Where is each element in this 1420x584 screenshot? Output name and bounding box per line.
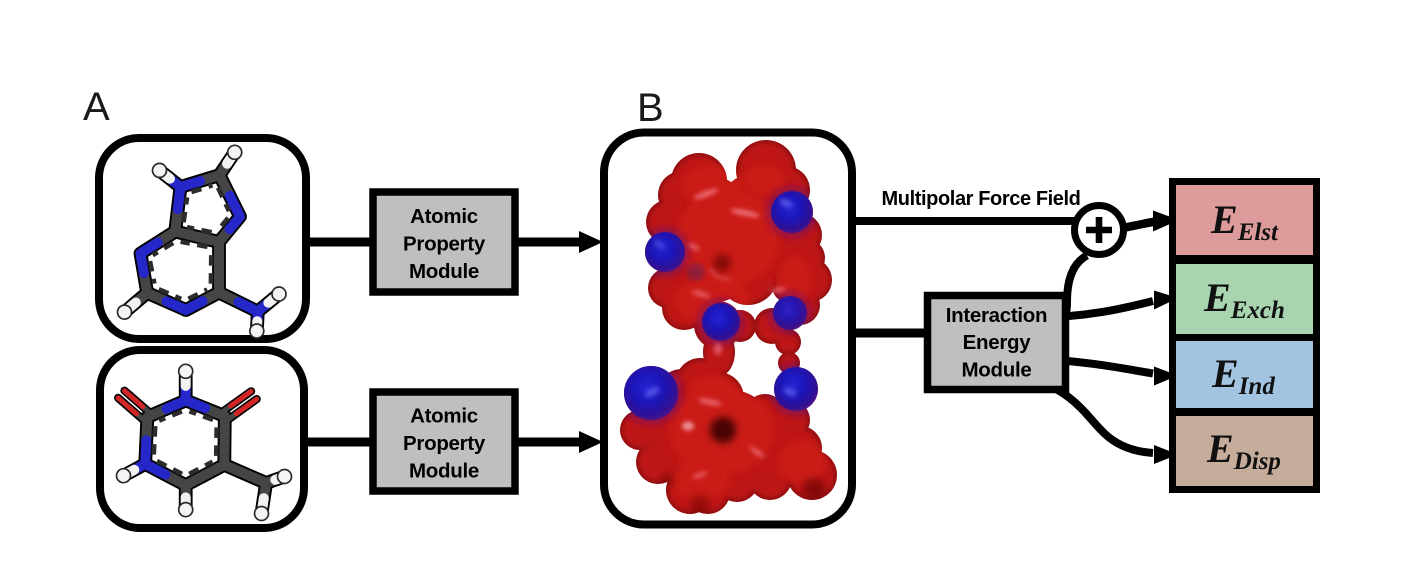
- svg-text:Module: Module: [409, 460, 479, 483]
- svg-text:B: B: [637, 86, 664, 130]
- svg-text:Property: Property: [403, 432, 486, 455]
- svg-text:Atomic: Atomic: [410, 205, 478, 228]
- svg-text:Property: Property: [403, 233, 486, 256]
- svg-text:Multipolar Force Field: Multipolar Force Field: [882, 188, 1081, 210]
- svg-text:Module: Module: [409, 260, 479, 283]
- svg-text:Module: Module: [962, 359, 1032, 382]
- svg-text:A: A: [83, 85, 110, 129]
- svg-text:Energy: Energy: [963, 331, 1032, 354]
- svg-text:Atomic: Atomic: [410, 405, 478, 428]
- svg-text:Interaction: Interaction: [946, 304, 1048, 327]
